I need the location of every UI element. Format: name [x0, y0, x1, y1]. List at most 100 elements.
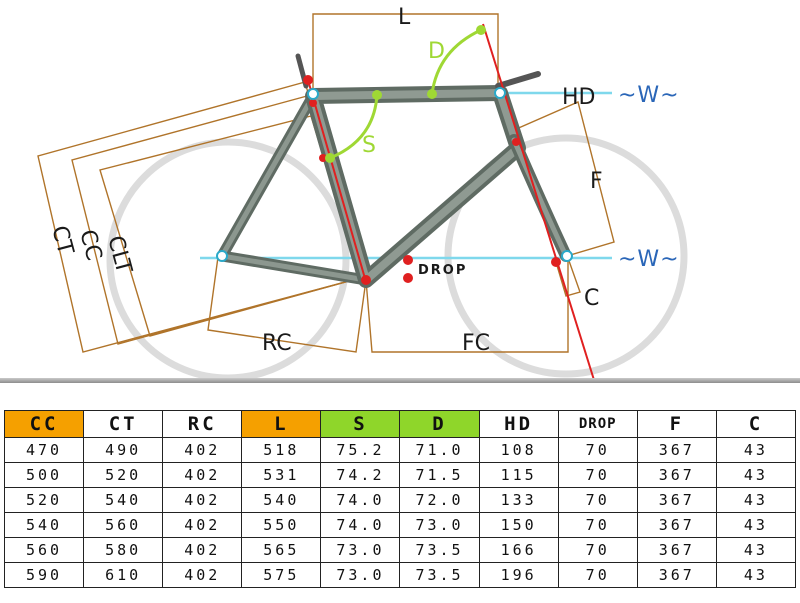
table-cell: 71.0 [399, 437, 480, 463]
table-cell: 43 [715, 462, 797, 488]
dim-FC [365, 258, 569, 353]
table-cell: 73.0 [320, 562, 401, 588]
table-cell: 367 [636, 512, 717, 538]
angle-marks [329, 28, 482, 160]
table-cell: 166 [478, 537, 559, 563]
table-cell: 540 [83, 487, 164, 513]
table-cell: 518 [241, 437, 322, 463]
table-cell: 70 [557, 562, 638, 588]
col-header-l: L [241, 410, 322, 438]
table-cell: 367 [636, 462, 717, 488]
col-header-c: C [715, 410, 797, 438]
label-S: S [362, 133, 376, 158]
dim-F [513, 101, 615, 257]
col-header-rc: RC [162, 410, 243, 438]
label-C: C [584, 286, 599, 311]
table-cell: 133 [478, 487, 559, 513]
table-cell: 73.5 [399, 537, 480, 563]
table-cell: 70 [557, 487, 638, 513]
table-cell: 70 [557, 512, 638, 538]
table-cell: 71.5 [399, 462, 480, 488]
table-cell: 367 [636, 487, 717, 513]
table-cell: 74.0 [320, 512, 401, 538]
table-cell: 196 [478, 562, 559, 588]
table-cell: 500 [3, 462, 85, 488]
front-wheel [444, 134, 688, 378]
label-L: L [398, 5, 411, 30]
table-cell: 75.2 [320, 437, 401, 463]
table-cell: 560 [3, 537, 85, 563]
label-CT: CT [46, 223, 78, 258]
table-cell: 108 [478, 437, 559, 463]
table-cell: 490 [83, 437, 164, 463]
table-cell: 70 [557, 462, 638, 488]
table-cell: 43 [715, 487, 797, 513]
reference-points [303, 75, 561, 285]
label-F: F [590, 169, 603, 194]
col-header-hd: HD [478, 410, 559, 438]
table-cell: 367 [636, 437, 717, 463]
label-W-top: ~W~ [618, 83, 680, 108]
label-RC: RC [262, 331, 292, 356]
table-cell: 550 [241, 512, 322, 538]
table-cell: 402 [162, 537, 243, 563]
table-cell: 402 [162, 562, 243, 588]
dim-L [312, 13, 499, 92]
col-header-cc: CC [3, 410, 85, 438]
table-cell: 72.0 [399, 487, 480, 513]
col-header-ct: CT [83, 410, 164, 438]
table-cell: 367 [636, 562, 717, 588]
steering-axis-line [482, 23, 595, 381]
table-cell: 402 [162, 437, 243, 463]
label-CC: CC [74, 227, 106, 263]
table-cell: 150 [478, 512, 559, 538]
table-cell: 580 [83, 537, 164, 563]
table-cell: 531 [241, 462, 322, 488]
table-cell: 43 [715, 537, 797, 563]
table-cell: 43 [715, 512, 797, 538]
table-cell: 540 [3, 512, 85, 538]
table-cell: 74.0 [320, 487, 401, 513]
table-cell: 73.5 [399, 562, 480, 588]
table-cell: 402 [162, 487, 243, 513]
table-cell: 367 [636, 537, 717, 563]
table-cell: 540 [241, 487, 322, 513]
table-cell: 565 [241, 537, 322, 563]
joint-points [216, 87, 573, 262]
col-header-drop: DROP [557, 410, 638, 438]
bike-frame [216, 53, 572, 288]
table-cell: 43 [715, 437, 797, 463]
seat-tube-axis-line [307, 79, 367, 283]
label-HD: HD [562, 85, 595, 110]
col-header-f: F [636, 410, 717, 438]
table-header-row: CC CT RC L S D HD DROP F C [3, 410, 797, 438]
frame-geometry-svg: L D S HD ~W~ ~W~ F DROP C RC FC CLT CC C… [37, 5, 688, 382]
table-cell: 43 [715, 562, 797, 588]
table-cell: 73.0 [399, 512, 480, 538]
label-W-bottom: ~W~ [618, 247, 680, 272]
label-DROP: DROP [418, 263, 467, 278]
table-cell: 402 [162, 512, 243, 538]
table-cell: 73.0 [320, 537, 401, 563]
label-D: D [428, 39, 445, 64]
table-cell: 575 [241, 562, 322, 588]
table-cell: 610 [83, 562, 164, 588]
angle-mark-D [430, 28, 482, 95]
col-header-d: D [399, 410, 480, 438]
table-cell: 470 [3, 437, 85, 463]
table-cell: 590 [3, 562, 85, 588]
ground-line [0, 378, 800, 383]
table-cell: 402 [162, 462, 243, 488]
table-cell: 560 [83, 512, 164, 538]
angle-mark-S [329, 94, 379, 160]
dim-C [555, 257, 581, 297]
label-FC: FC [462, 331, 490, 356]
